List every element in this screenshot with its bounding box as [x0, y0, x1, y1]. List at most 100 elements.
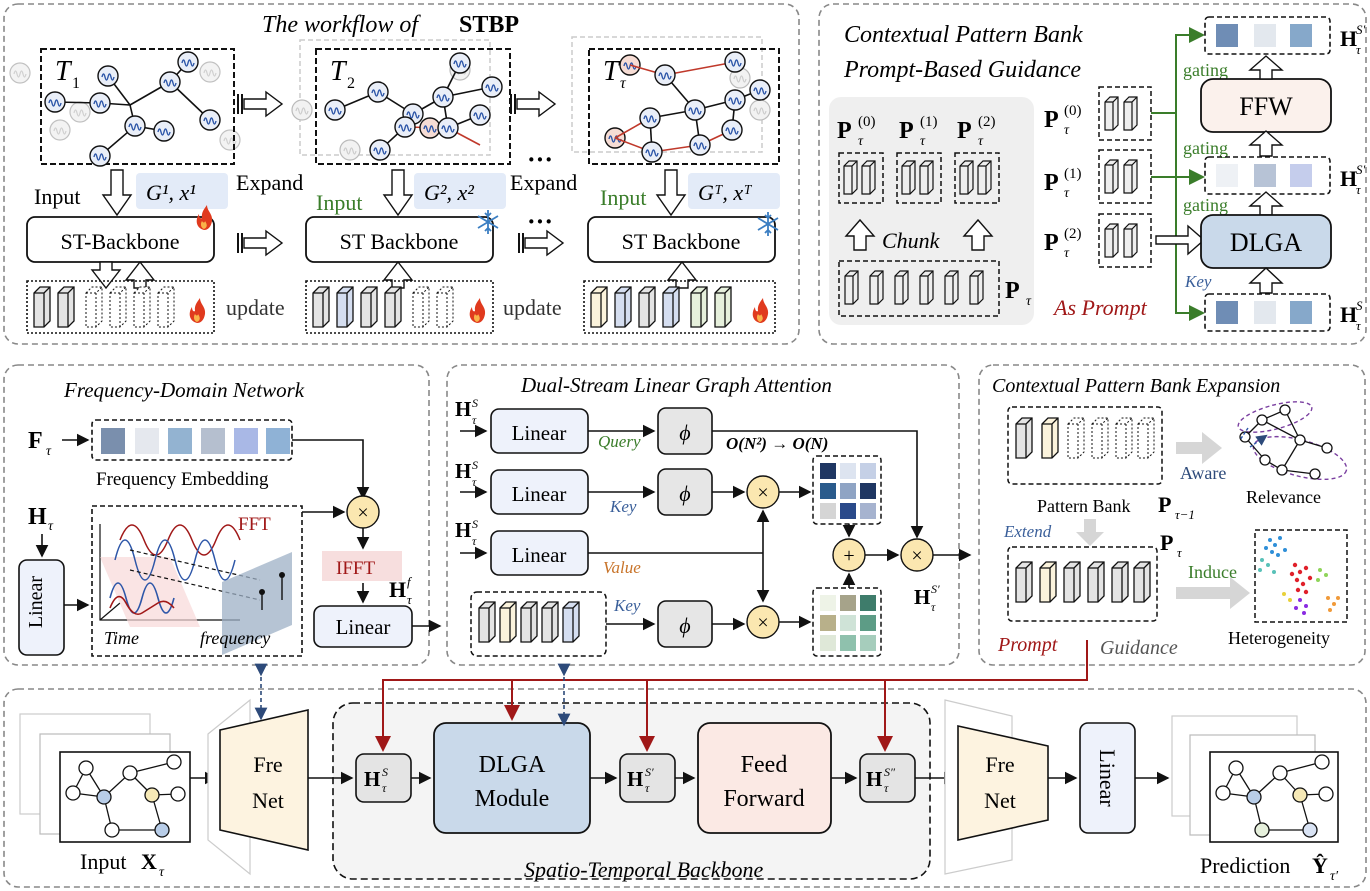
h-s-prime-label: H	[627, 767, 643, 791]
fdn-linear-left-label: Linear	[25, 576, 47, 629]
p1-label: P	[899, 118, 914, 144]
ttau-label: T	[603, 56, 621, 87]
fre-net-1-l2: Net	[252, 788, 284, 813]
h-out-dslga-sup: S′	[931, 582, 940, 596]
workflow-title: The workflow of	[262, 12, 421, 38]
key-label-2: Key	[613, 596, 641, 615]
cpbe-title: Contextual Pattern Bank Expansion	[992, 375, 1280, 397]
h-v-sub: τ	[472, 534, 477, 548]
cpbe-panel: Contextual Pattern Bank Expansion Patter…	[978, 364, 1366, 666]
h-s-sup: S	[382, 765, 388, 779]
g2-label: G², x²	[424, 180, 474, 205]
update-label-1: update	[226, 295, 285, 320]
gating-label-3: gating	[1183, 195, 1228, 215]
st-backbone-3-label: ST Backbone	[622, 229, 741, 254]
h-in: H	[1340, 302, 1357, 327]
h-tau: H	[28, 504, 47, 530]
h-s-prime-sup: S′	[645, 765, 654, 779]
fre-net-1-l1: Fre	[253, 752, 282, 777]
graph-t1: T 1	[9, 48, 241, 167]
fre-net-2	[957, 725, 1049, 841]
h-q-sup: S	[472, 396, 478, 410]
p-tau-cpbe-sub: τ	[1177, 545, 1183, 560]
t1-frame	[40, 48, 235, 165]
ifft-label: IFFT	[336, 558, 375, 579]
h-k: H	[455, 459, 471, 483]
st-backbone-1-label: ST-Backbone	[61, 229, 180, 254]
h-out-2: H	[1340, 166, 1357, 191]
input-label-2: Input	[316, 190, 362, 215]
linear-query-label: Linear	[512, 421, 567, 445]
key-label: Key	[1184, 272, 1212, 291]
relevance-label: Relevance	[1246, 487, 1321, 507]
dlga-module-l1: DLGA	[479, 752, 546, 778]
h-k-sub: τ	[472, 475, 477, 489]
h-out-1: H	[1340, 26, 1357, 51]
t1-sub: 1	[72, 75, 80, 92]
p2-sup: (2)	[978, 114, 996, 130]
ptau-sub: τ	[1026, 294, 1032, 309]
p2-right-sub: τ	[1064, 246, 1070, 261]
graph-ttau: T τ	[571, 36, 780, 165]
phi-key-label: ϕ	[679, 481, 690, 506]
prompt-label: Prompt	[997, 634, 1058, 656]
fdn-title: Frequency-Domain Network	[63, 378, 305, 402]
bank-row-2	[305, 280, 494, 334]
h-v-sup: S	[472, 517, 478, 531]
backbone-panel: Input X τ Fre Net H Sτ DLGA Module H S′τ…	[3, 640, 1367, 888]
heterogeneity-scatter	[1258, 536, 1340, 615]
fdn-linear-right-label: Linear	[336, 615, 391, 639]
cpb-panel: Contextual Pattern Bank Prompt-Based Gui…	[818, 3, 1367, 345]
flame-icon	[752, 298, 769, 323]
dlga-label: DLGA	[1230, 228, 1302, 257]
flame-icon	[469, 298, 486, 323]
st-backbone-2-label: ST Backbone	[340, 229, 459, 254]
linear-key-label: Linear	[512, 482, 567, 506]
fre-net-2-l2: Net	[984, 788, 1016, 813]
h-f-sup: f	[407, 574, 413, 589]
h-s-prime-sub: τ	[645, 781, 650, 795]
input-x-label: Input	[80, 849, 126, 874]
t2-sub: 2	[347, 75, 355, 92]
output-graph	[1171, 715, 1339, 843]
backbone-title: Spatio-Temporal Backbone	[524, 857, 764, 882]
p2-right-sup: (2)	[1064, 226, 1082, 242]
t1-label: T	[55, 56, 73, 87]
ffw-label: FFW	[1239, 92, 1293, 121]
cpb-title-line2: Prompt-Based Guidance	[843, 57, 1081, 83]
gtau-label: Gᵀ, xᵀ	[698, 180, 752, 205]
graph-t2: T 2	[291, 39, 511, 165]
fdn-linear-left	[18, 559, 65, 656]
h-out-2-sup: S′	[1356, 162, 1366, 177]
guidance-label: Guidance	[1100, 637, 1178, 659]
feed-forward	[697, 722, 832, 834]
h-out-1-sup: S′	[1356, 22, 1366, 37]
dlga-module-l2: Module	[475, 786, 550, 812]
cpb-title-line1: Contextual Pattern Bank	[844, 22, 1083, 48]
dslga-title: Dual-Stream Linear Graph Attention	[520, 373, 832, 397]
workflow-title-bold: STBP	[459, 12, 519, 38]
plus: +	[843, 545, 854, 567]
value-label: Value	[603, 558, 641, 577]
arrow-backbone-1	[243, 230, 283, 256]
h-k-sup: S	[472, 458, 478, 472]
extend-label: Extend	[1003, 522, 1052, 541]
chunk-label: Chunk	[882, 228, 941, 253]
arrow-t2-t3	[516, 91, 556, 117]
fft-label: FFT	[238, 514, 271, 535]
p0-sub: τ	[858, 134, 864, 149]
p1-right-sub: τ	[1064, 186, 1070, 201]
times-3: ×	[757, 612, 768, 634]
p1-sup: (1)	[920, 114, 938, 130]
dslga-panel-border	[446, 364, 960, 666]
freq-embedding-label: Frequency Embedding	[96, 469, 269, 490]
p1-right-sup: (1)	[1064, 166, 1082, 182]
time-label: Time	[104, 628, 139, 648]
input-label-1: Input	[34, 184, 80, 209]
p0-right-sub: τ	[1064, 123, 1070, 138]
input-x-symbol: X	[141, 849, 157, 874]
input-graph	[19, 713, 191, 843]
phi-query-label: ϕ	[679, 420, 690, 445]
linear-final-label: Linear	[1095, 749, 1120, 807]
